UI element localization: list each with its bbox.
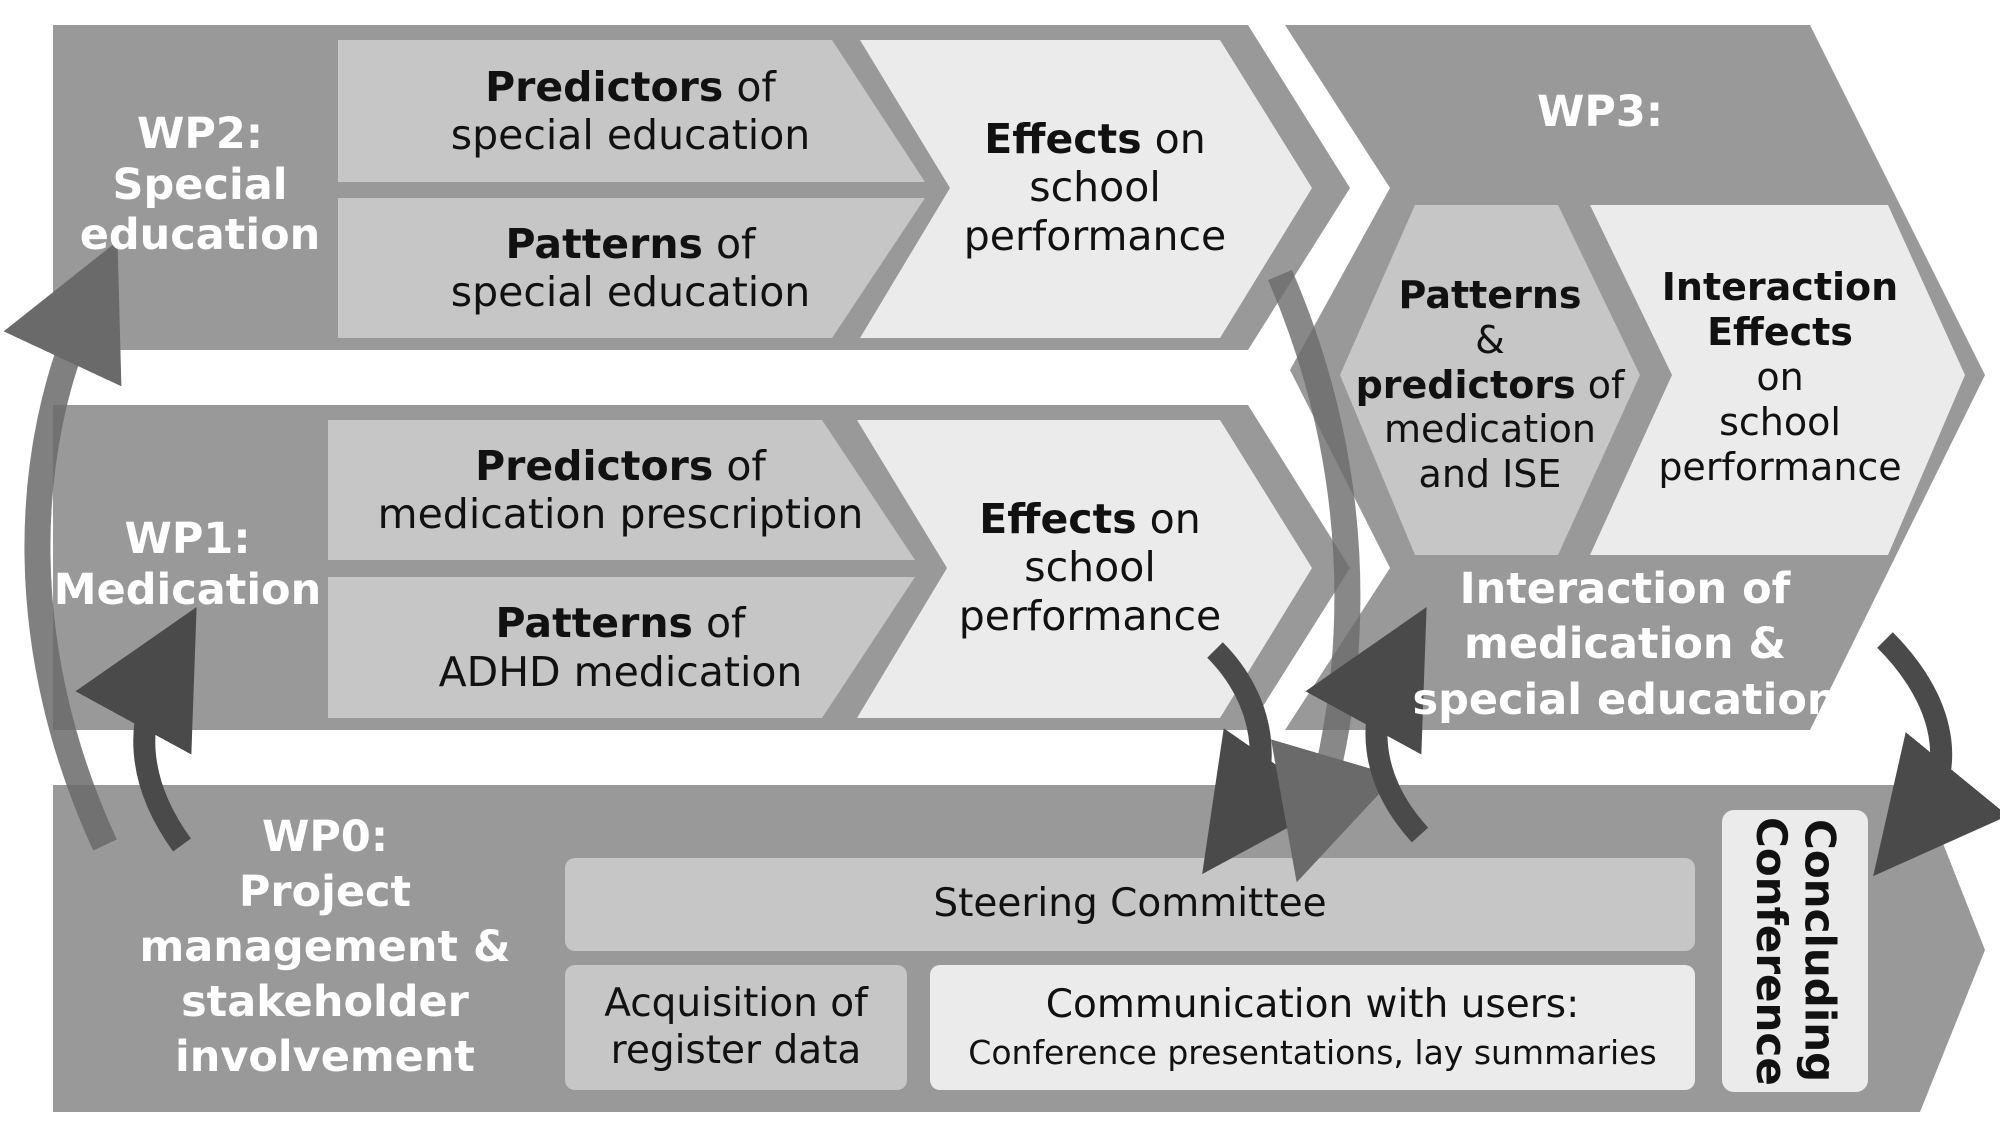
wp1-patterns-label: Patterns of ADHD medication (438, 599, 803, 696)
wp3-title: WP3: (1536, 87, 1664, 138)
wp0-title: WP0: Project management & stakeholder in… (139, 811, 511, 1083)
acquisition-label: Acquisition of register data (604, 981, 868, 1073)
arrow-wp0-to-wp2 (3, 241, 122, 851)
arrow-wp0-to-wp1 (75, 607, 197, 852)
wp3-interaction-box (1590, 205, 1965, 555)
communication-box (930, 965, 1695, 1090)
wp1-title: WP1: Medication (53, 514, 322, 615)
wp2-title: WP2: Special education (79, 108, 321, 261)
arrow-wp3-to-conference (1873, 632, 2000, 877)
wp3-footer-label: Interaction of medication & special educ… (1412, 564, 1838, 725)
wp1-predictors-box (328, 420, 915, 560)
steering-committee-label: Steering Committee (933, 881, 1327, 927)
wp2-predictors-box (338, 40, 925, 182)
wp3-interaction-label: Interaction Effects on school performanc… (1658, 265, 1902, 489)
wp1-effects-label: Effects on school performance (958, 494, 1222, 640)
acquisition-box (565, 965, 907, 1090)
communication-label: Communication with users: Conference pre… (968, 982, 1657, 1073)
wp2-patterns-label: Patterns of special education (450, 219, 811, 316)
wp2-effects-box (860, 40, 1312, 338)
arrow-wp1-to-wp0 (1202, 642, 1332, 875)
wp1-predictors-label: Predictors of medication prescription (377, 441, 864, 538)
wp2-patterns-box (338, 198, 925, 338)
wp1-patterns-box (328, 577, 915, 718)
wp3-patterns-label: Patterns & predictors of medication and … (1355, 272, 1625, 497)
concluding-conference-label: Concluding Conference (1747, 816, 1845, 1086)
steering-committee-box (565, 858, 1695, 951)
wp2-effects-label: Effects on school performance (963, 114, 1227, 260)
wp1-effects-box (857, 420, 1312, 718)
arrow-wp0-to-wp3 (1305, 607, 1429, 843)
wp3-patterns-box (1340, 205, 1640, 555)
wp2-predictors-label: Predictors of special education (450, 62, 811, 159)
concluding-conference-panel (1722, 810, 1868, 1092)
